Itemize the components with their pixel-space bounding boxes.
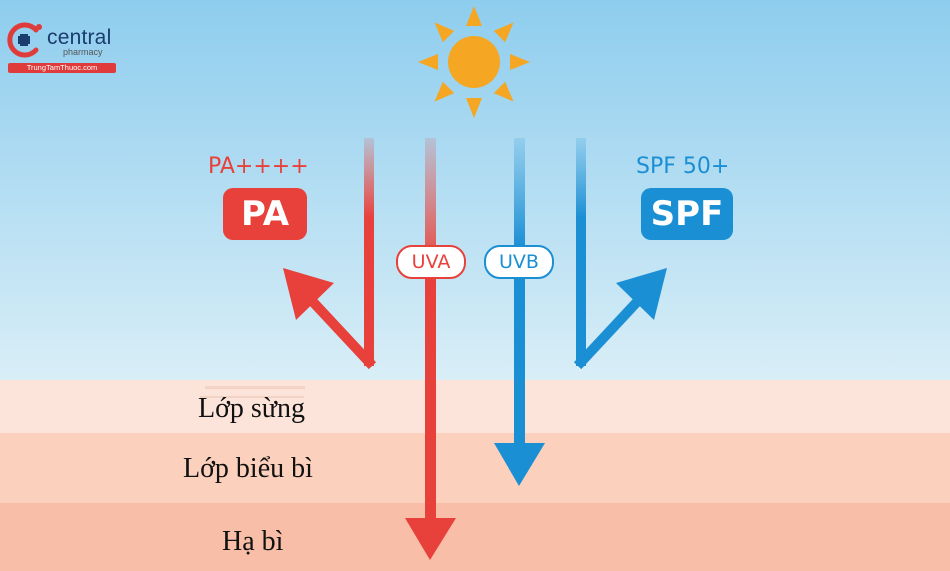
pharmacy-cross-logo-icon xyxy=(7,22,42,58)
sun-icon xyxy=(418,6,530,118)
spf-rating: SPF 50+ xyxy=(636,154,730,179)
skin-layer-label-stratum-corneum: Lớp sừng xyxy=(198,393,305,424)
spf-badge: SPF xyxy=(641,188,733,240)
pa-rating: PA++++ xyxy=(208,154,309,179)
decorative-dots xyxy=(200,386,305,398)
brand-name: central xyxy=(47,26,112,49)
skin-layer-dermis xyxy=(0,503,950,571)
uva-penetrating-arrow xyxy=(405,138,456,560)
skin-layer-label-dermis: Hạ bì xyxy=(222,526,284,557)
uvb-reflected-arrow xyxy=(573,138,667,370)
skin-layer-stratum-corneum xyxy=(0,380,950,433)
brand-website: TrungTamThuoc.com xyxy=(8,63,116,73)
uvb-label: UVB xyxy=(484,245,554,279)
uvb-penetrating-arrow xyxy=(494,138,545,486)
skin-layer-epidermis xyxy=(0,433,950,503)
pa-badge: PA xyxy=(223,188,307,240)
skin-layer-label-epidermis: Lớp biểu bì xyxy=(183,453,313,484)
uva-reflected-arrow xyxy=(283,138,377,370)
uva-label: UVA xyxy=(396,245,466,279)
brand-subtitle: pharmacy xyxy=(63,47,103,57)
